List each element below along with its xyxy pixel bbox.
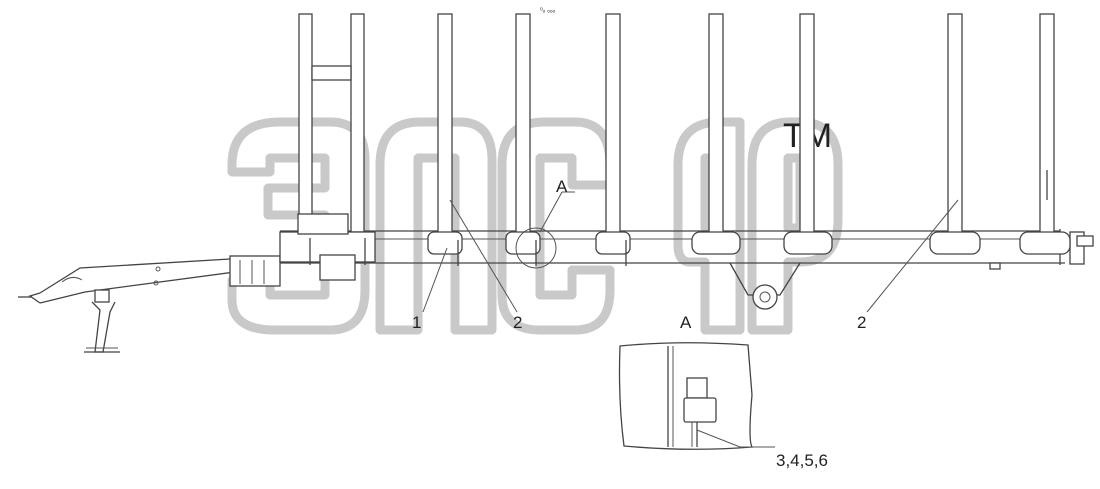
stake — [1019, 13, 1071, 255]
callout-part-2-right: 2 — [857, 313, 866, 332]
view-a-circle — [515, 227, 557, 269]
stake — [929, 13, 981, 255]
callout-fasteners: 3,4,5,6 — [776, 451, 828, 470]
axle-bracket — [729, 262, 801, 310]
drawbar — [18, 255, 281, 353]
front-ladder — [279, 13, 376, 281]
callout-part-1: 1 — [412, 313, 421, 332]
stakes — [427, 13, 1071, 266]
leader-lines — [422, 191, 959, 313]
callout-part-2-left: 2 — [513, 313, 522, 332]
stake — [505, 13, 541, 266]
detail-view-a — [618, 342, 775, 450]
stake — [783, 13, 833, 255]
view-a-marker: A — [556, 177, 568, 196]
stake — [595, 13, 631, 266]
stake — [427, 13, 463, 266]
stake — [691, 13, 741, 255]
top-note: ᵒₒ ₒₒₒ — [540, 7, 556, 14]
view-a-title: A — [680, 313, 692, 332]
